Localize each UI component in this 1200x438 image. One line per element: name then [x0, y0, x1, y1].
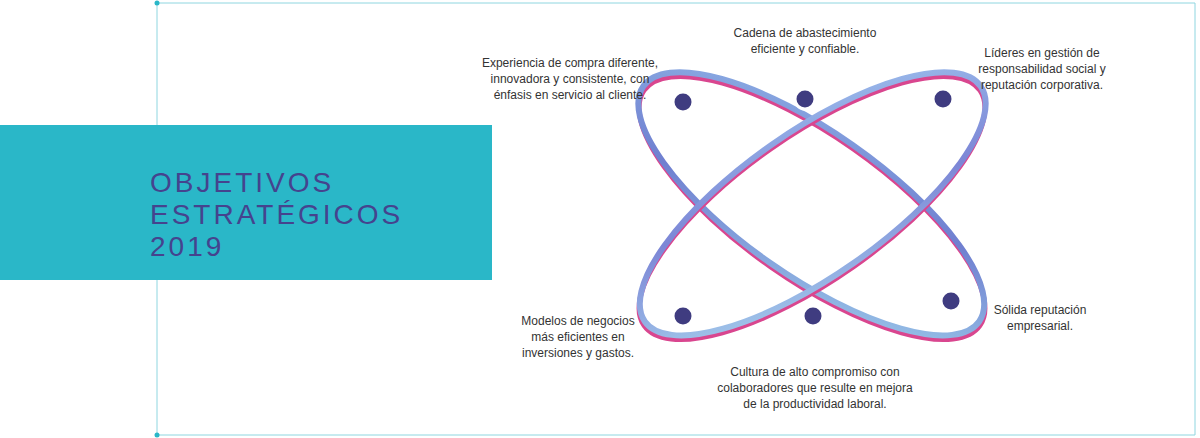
objective-label: Cadena de abastecimiento eficiente y con…: [725, 25, 885, 57]
objective-label: Cultura de alto compromiso con colaborad…: [709, 364, 921, 412]
objective-label: Modelos de negocios más eficientes en in…: [514, 313, 642, 361]
page-title: OBJETIVOS ESTRATÉGICOS 2019: [150, 167, 480, 263]
objective-label: Experiencia de compra diferente, innovad…: [470, 55, 670, 103]
objective-label: Líderes en gestión de responsabilidad so…: [962, 45, 1122, 93]
objective-label: Sólida reputación empresarial.: [984, 302, 1096, 334]
